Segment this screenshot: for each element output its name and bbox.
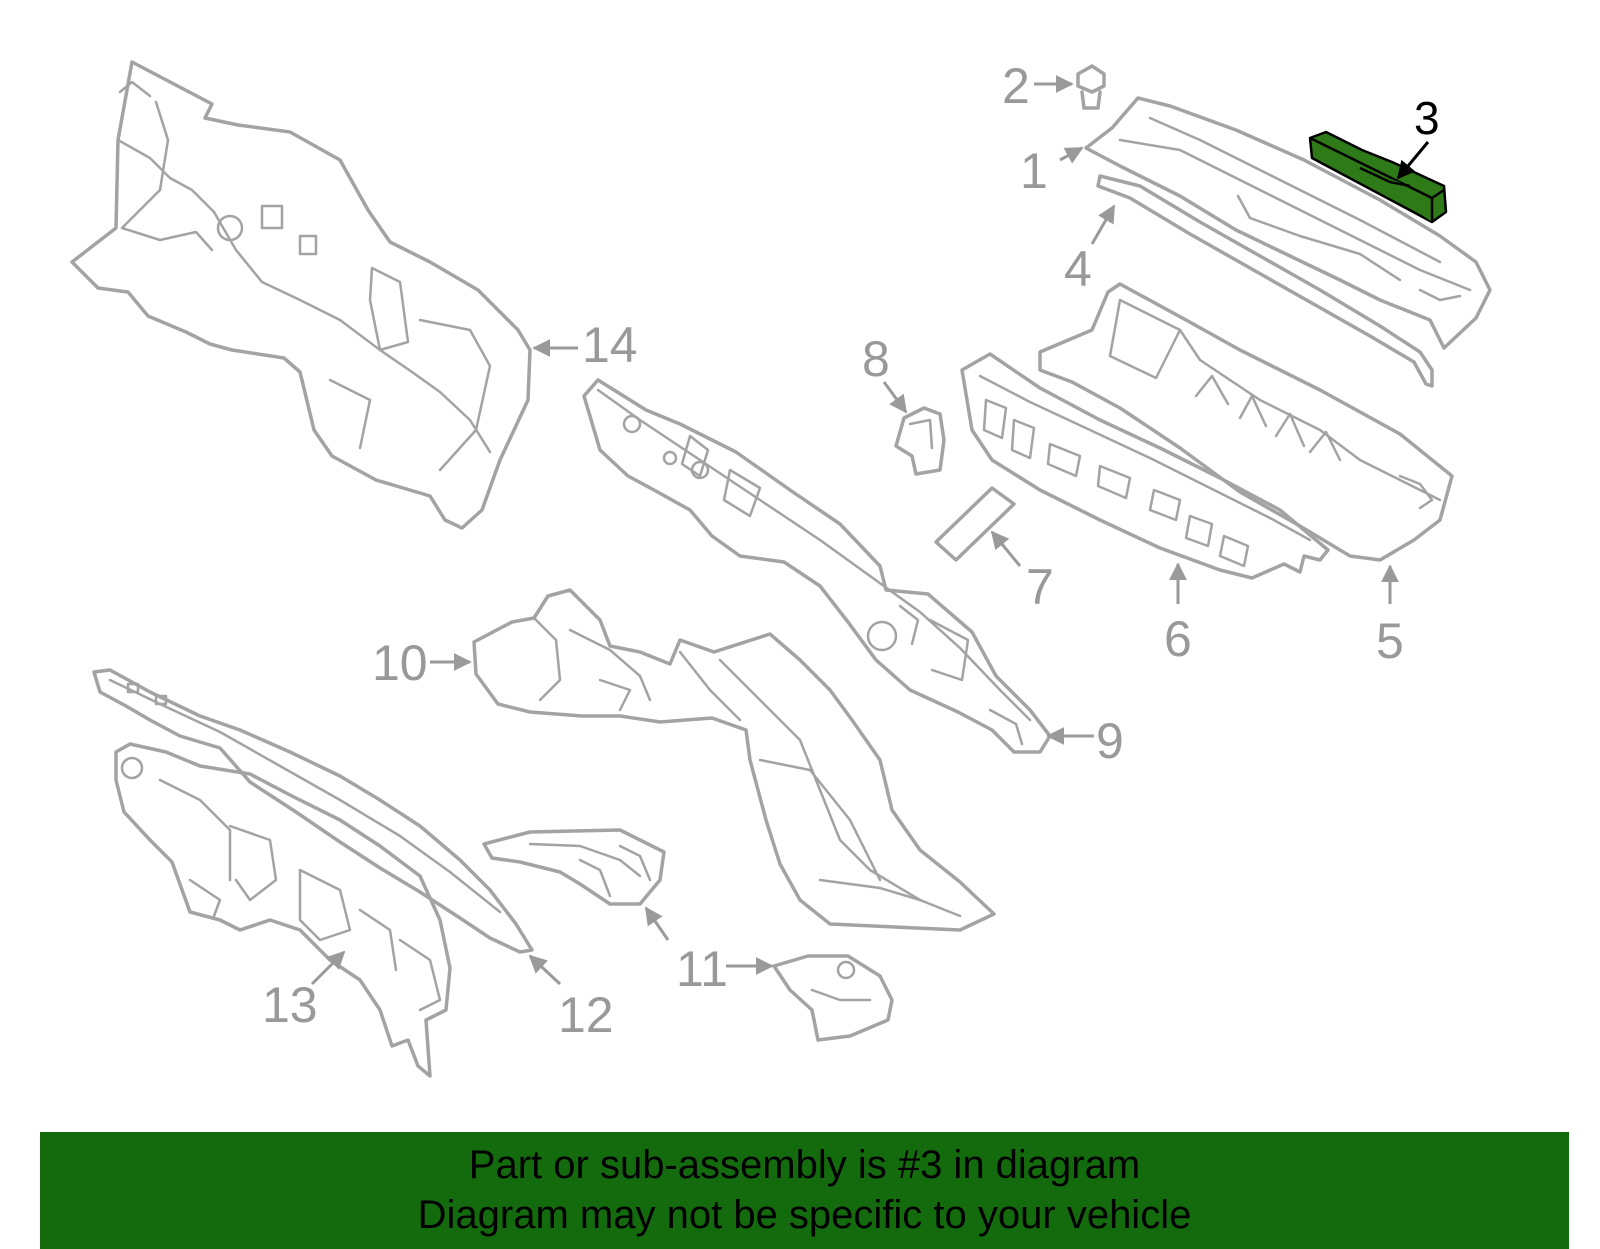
part-6-lower-cowl[interactable]: [960, 352, 1330, 580]
part-5-cowl-panel[interactable]: [1038, 282, 1454, 562]
callout-13: 13: [262, 977, 318, 1033]
part-2-bolt[interactable]: [1076, 64, 1106, 110]
parts-diagram: 14 2 1 4 3 5: [70, 58, 1492, 1078]
callout-3-arrow: [1396, 141, 1430, 180]
part-12-brace[interactable]: [92, 668, 534, 954]
part-13-insulator[interactable]: [114, 742, 452, 1078]
callout-11: 11: [676, 941, 728, 997]
part-10-member[interactable]: [472, 588, 996, 932]
part-3-highlighted[interactable]: [1308, 130, 1448, 224]
banner-line-disclaimer: Diagram may not be specific to your vehi…: [417, 1193, 1192, 1237]
callout-10: 10: [372, 635, 428, 691]
part-1-cowl-grille[interactable]: [1084, 96, 1492, 350]
callout-3: 3: [1414, 92, 1440, 144]
callout-7: 7: [1026, 559, 1054, 615]
part-8-bracket[interactable]: [894, 406, 946, 476]
part-11-bracket-lower[interactable]: [772, 954, 894, 1042]
part-4-seal[interactable]: [1096, 174, 1434, 388]
callout-2: 2: [1002, 58, 1030, 114]
callout-14: 14: [582, 317, 638, 373]
part-9-cross-member[interactable]: [582, 378, 1052, 754]
callout-8: 8: [862, 331, 890, 387]
callout-4: 4: [1064, 241, 1092, 297]
banner-line-part: Part or sub-assembly is #3 in diagram: [468, 1143, 1141, 1187]
callout-9: 9: [1096, 713, 1124, 769]
part-11-bracket-upper[interactable]: [482, 828, 666, 906]
callout-1: 1: [1020, 143, 1048, 199]
part-14-dash-panel[interactable]: [70, 60, 532, 530]
info-banner: Part or sub-assembly is #3 in diagram Di…: [40, 1132, 1569, 1249]
part-7-pad[interactable]: [934, 486, 1016, 562]
callout-5: 5: [1376, 613, 1404, 669]
callout-12: 12: [558, 987, 614, 1043]
callout-6: 6: [1164, 611, 1192, 667]
